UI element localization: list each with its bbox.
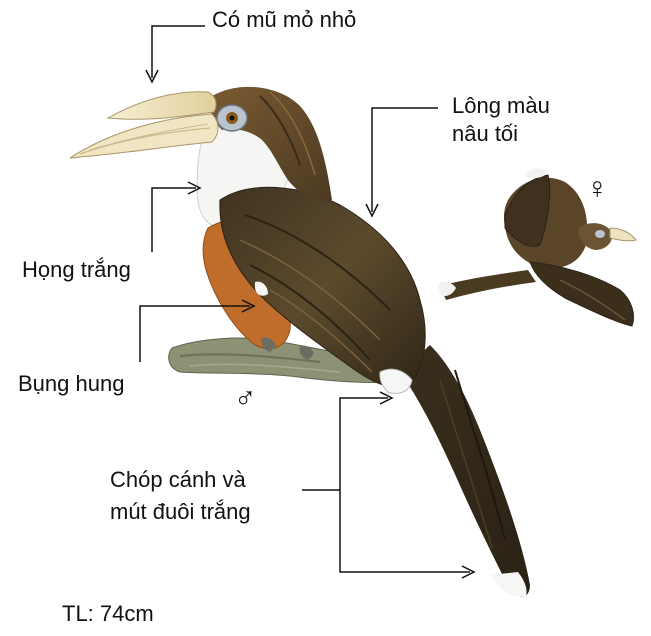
label-belly: Bụng hung	[18, 370, 124, 398]
male-symbol: ♂	[234, 384, 257, 414]
female-symbol: ♀	[586, 174, 609, 204]
feathers-leader	[372, 108, 438, 212]
label-dark-brown-line2: nâu tối	[452, 120, 518, 148]
label-dark-brown-line1: Lông màu	[452, 92, 550, 120]
male-tail	[400, 345, 530, 596]
label-wingtip-line2: mút đuôi trắng	[110, 498, 251, 526]
label-throat: Họng trắng	[22, 256, 131, 284]
label-total-length: TL: 74cm	[62, 600, 154, 628]
throat-leader	[152, 188, 196, 252]
male-beak-casque	[70, 92, 218, 158]
label-crest: Có mũ mỏ nhỏ	[212, 6, 356, 34]
label-wingtip-line1: Chóp cánh và	[110, 466, 246, 494]
crest-leader	[152, 26, 205, 78]
